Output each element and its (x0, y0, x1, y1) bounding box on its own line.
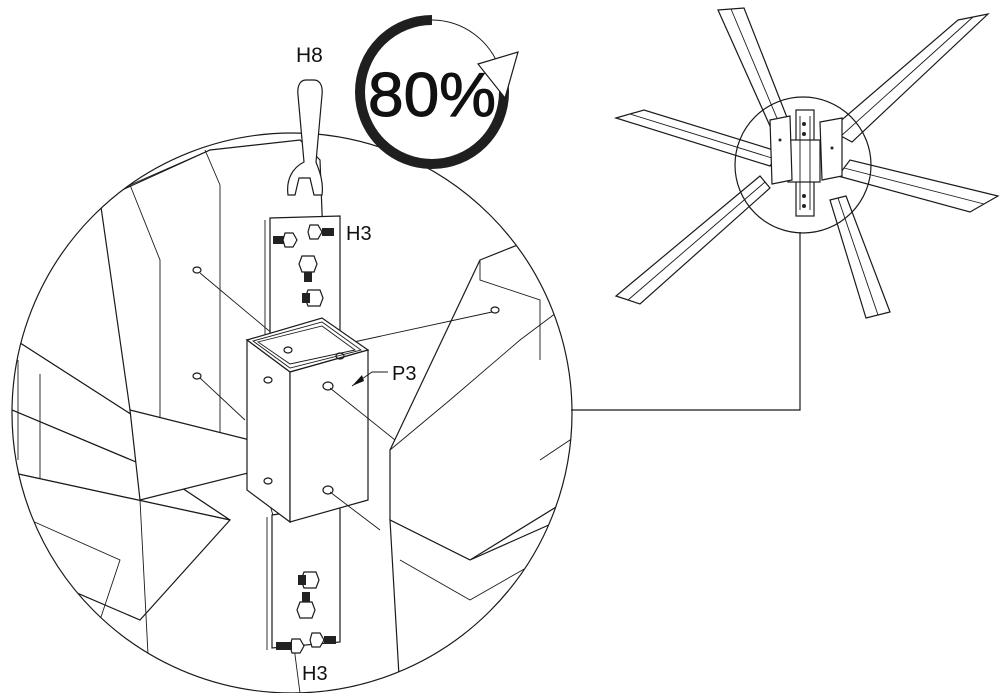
overview-leg-top-left (717, 7, 789, 127)
overview-leg-left (613, 109, 781, 167)
overview-leg-top-right (828, 13, 990, 143)
bolt-icon (298, 571, 320, 589)
overview-leg-right (836, 159, 1000, 213)
bracket-p3 (245, 317, 396, 531)
wrench-size-label: H8 (296, 44, 323, 67)
plate-callout: P3 (351, 363, 416, 387)
rotate-arrow-icon (476, 51, 519, 100)
bolt-set-bottom (276, 571, 336, 654)
bolt-label-bottom: H3 (302, 663, 328, 685)
bolt-set-top (273, 224, 334, 307)
connector-line (571, 232, 801, 411)
detail-view (12, 139, 572, 693)
bolt-icon (309, 632, 336, 648)
progress-text: 80% (368, 61, 496, 130)
overview-view (613, 7, 1000, 319)
bolt-icon (273, 232, 298, 248)
bolt-icon (296, 592, 316, 619)
leg-right (339, 239, 572, 693)
overview-bracket (769, 109, 843, 217)
bolt-icon (307, 224, 334, 240)
bolt-label-top: H3 (346, 223, 372, 245)
bolt-icon (298, 255, 318, 282)
overview-leg-bottom-right (829, 195, 891, 319)
wrench-icon (287, 79, 323, 196)
plate-label: P3 (392, 363, 416, 385)
progress-indicator: 80% (355, 14, 519, 169)
overview-leg-bottom-left (614, 175, 771, 305)
bolt-icon (302, 289, 324, 307)
overview-zoom-circle (734, 96, 872, 234)
bolt-icon (276, 638, 305, 654)
